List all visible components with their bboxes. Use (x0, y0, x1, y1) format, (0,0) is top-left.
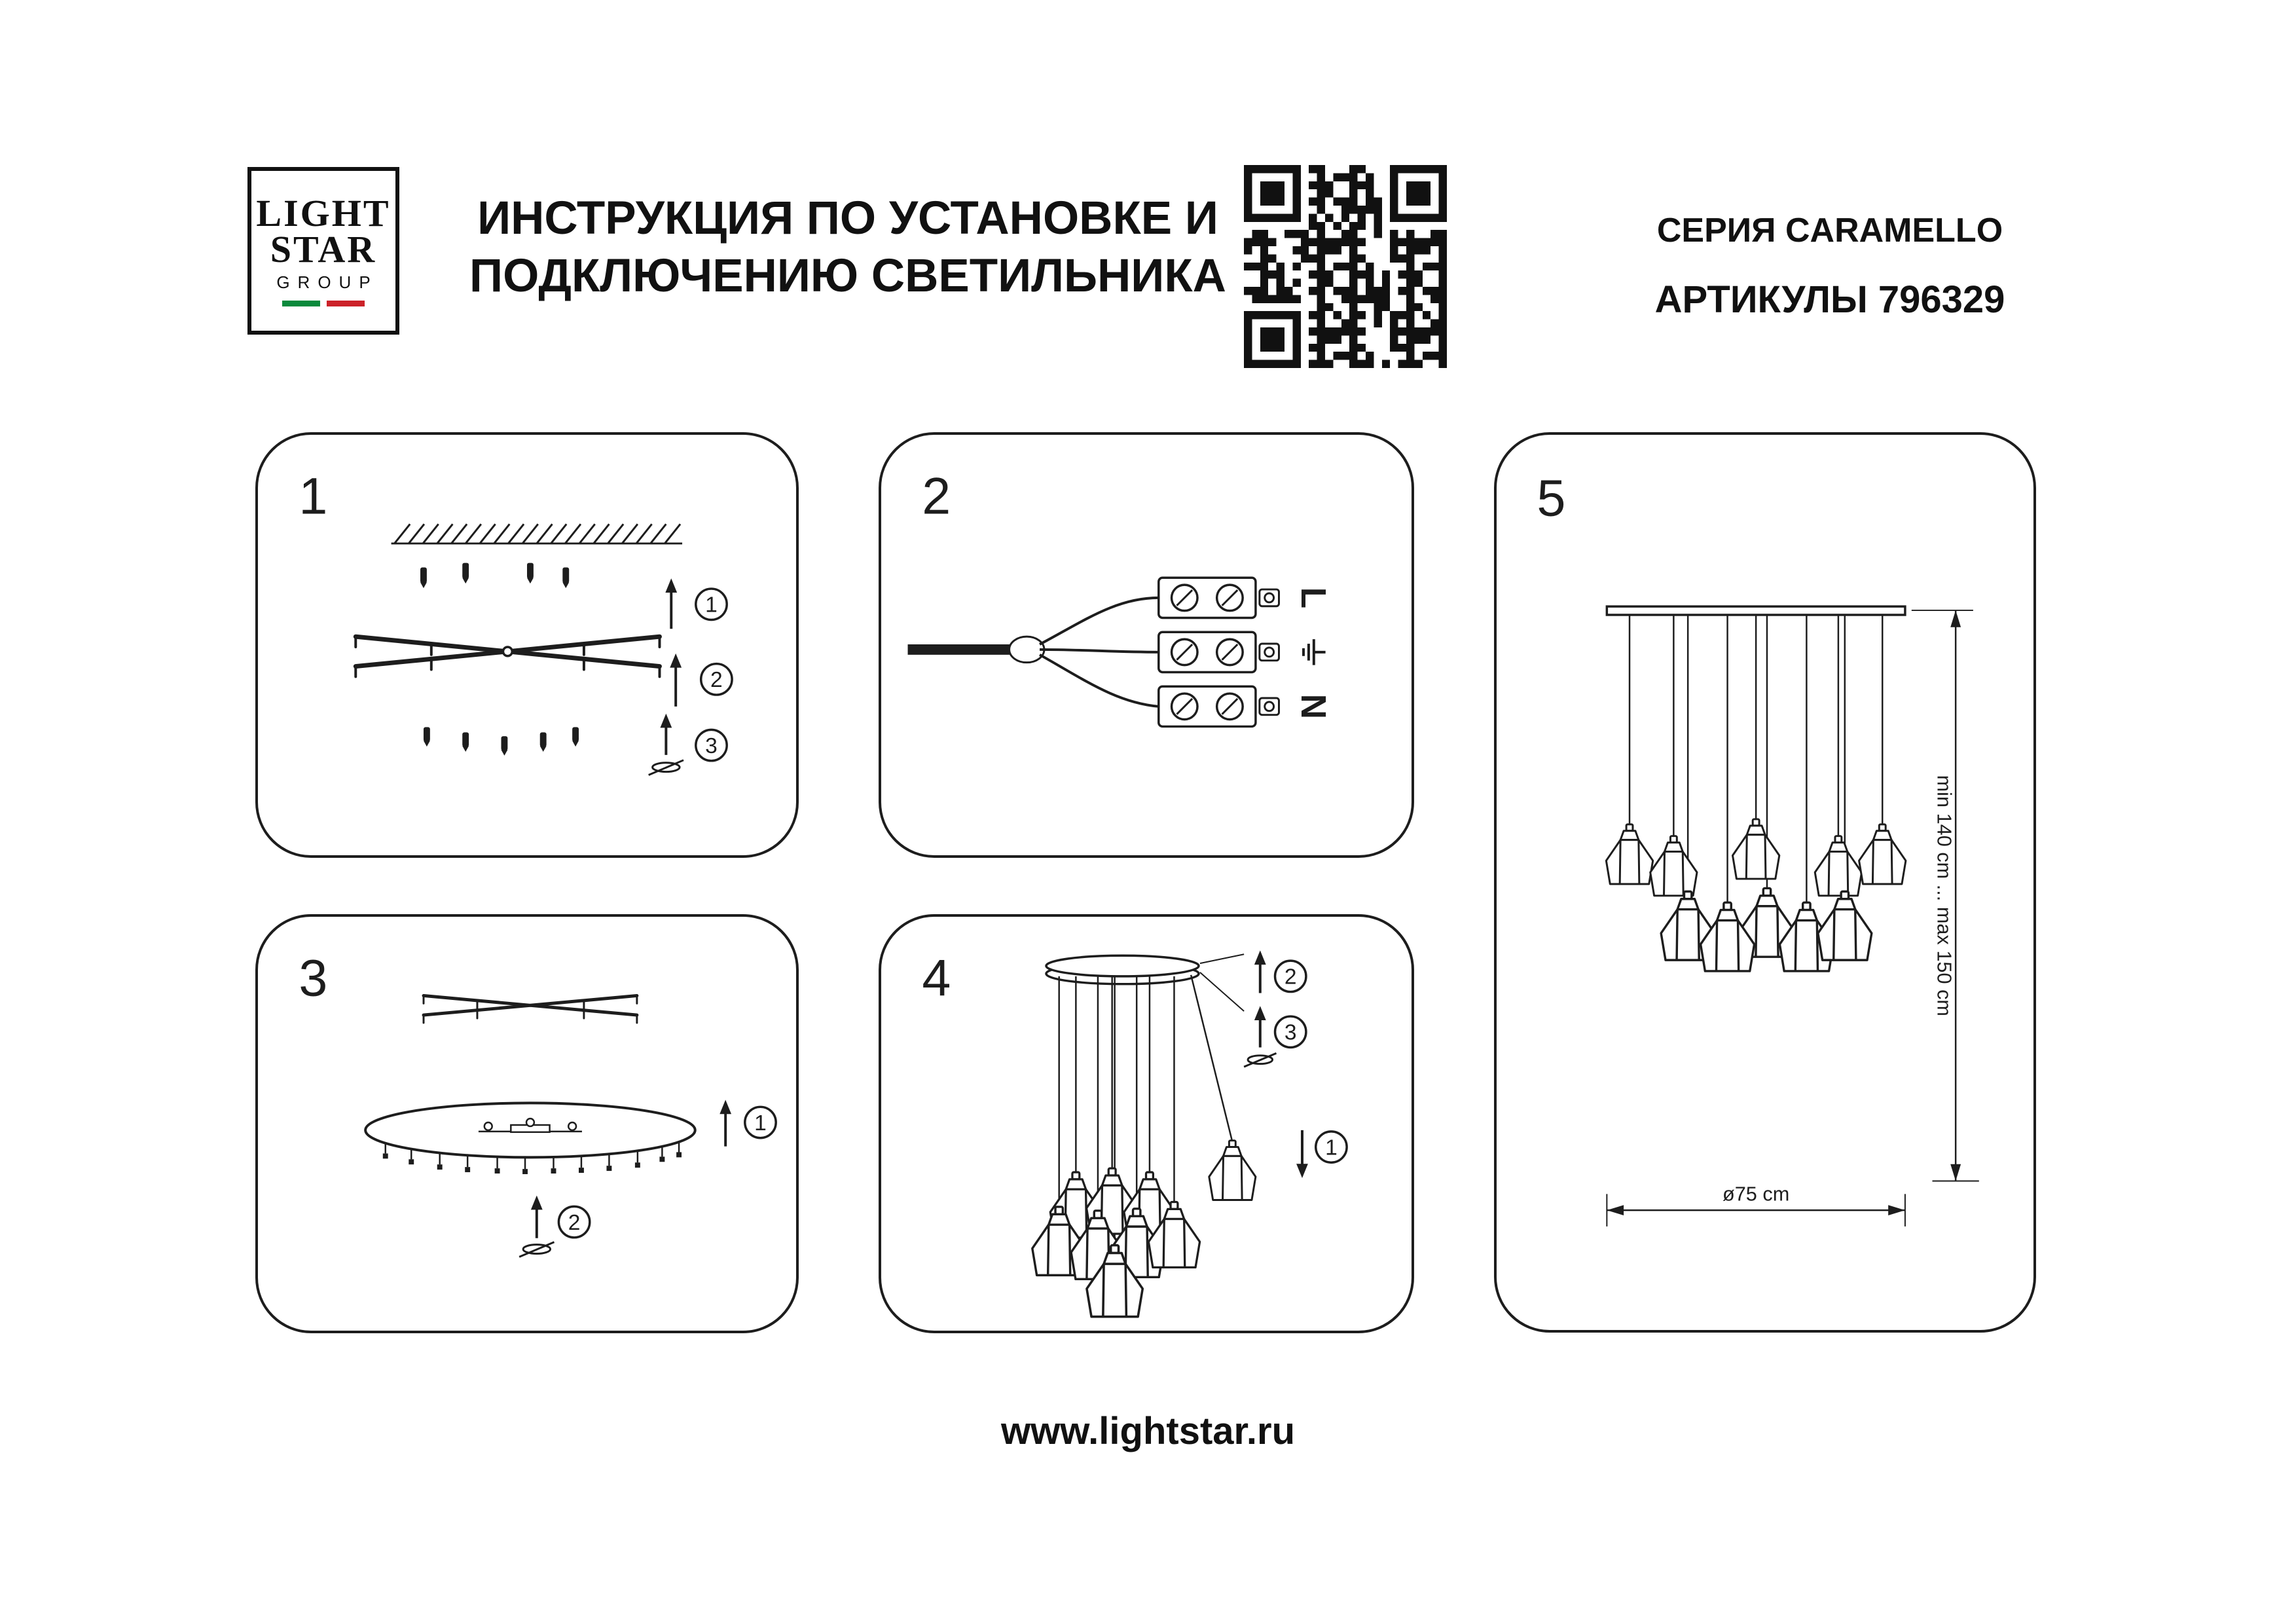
step1-badge-2: 2 (710, 668, 723, 692)
step-panel-5: 5 (1494, 432, 2036, 1333)
step1-badge-1: 1 (705, 593, 718, 618)
logo-line2: STAR (270, 228, 377, 270)
step1-arrow-2: 2 (670, 653, 733, 707)
flag-red (327, 301, 365, 307)
step1-badge-3: 3 (705, 734, 718, 758)
logo-line3: GROUP (276, 272, 378, 293)
step-panel-4: 4 (879, 914, 1414, 1333)
height-dimension-label: min 140 cm ... max 150 cm (1933, 775, 1956, 1016)
step2-drawing: 2 (907, 466, 1332, 728)
page-title: ИНСТРУКЦИЯ ПО УСТАНОВКЕ И ПОДКЛЮЧЕНИЮ СВ… (419, 190, 1277, 305)
dimension-vertical: min 140 cm ... max 150 cm (1911, 610, 1979, 1182)
single-shade (1208, 1139, 1257, 1202)
series-label: СЕРИЯ CARAMELLO (1656, 212, 2003, 249)
ground-symbol (1302, 639, 1326, 665)
step4-arrow-2: 2 (1254, 950, 1307, 993)
panel3-number: 3 (299, 948, 327, 1006)
panel1-number: 1 (299, 466, 327, 525)
fixing-screws-bottom (423, 727, 579, 756)
fixture-wires (1628, 614, 1884, 905)
qr-code (1244, 165, 1447, 368)
step3-badge-1: 1 (754, 1111, 767, 1135)
panel5-number: 5 (1537, 468, 1565, 526)
panel4-number: 4 (922, 948, 951, 1006)
qr-modules (1244, 165, 1447, 368)
step5-drawing: 5 (1537, 468, 1979, 1227)
step1-arrow-3: 3 (648, 713, 728, 776)
step-panel-1: 1 (255, 432, 799, 858)
svg-text:N: N (1294, 694, 1332, 720)
ceiling-hatching (391, 523, 683, 545)
step-panel-2: 2 (879, 432, 1414, 858)
panel2-number: 2 (922, 466, 951, 525)
step3-badge-2: 2 (568, 1211, 581, 1235)
step3-arrow-1: 1 (720, 1099, 777, 1147)
article-label: АРТИКУЛЫ 796329 (1654, 278, 2005, 321)
website-link: www.lightstar.ru (1000, 1410, 1296, 1452)
supply-cable (907, 596, 1159, 708)
step3-arrow-2: 2 (519, 1195, 591, 1258)
step1-drawing: 1 (299, 466, 733, 776)
step4-arrow-1: 1 (1296, 1130, 1348, 1178)
leader-lines (1199, 953, 1245, 1012)
anchor-screws-top (420, 563, 570, 589)
title-line2: ПОДКЛЮЧЕНИЮ СВЕТИЛЬНИКА (469, 250, 1226, 303)
step4-badge-1: 1 (1325, 1135, 1338, 1160)
mounting-bracket-small (422, 994, 639, 1024)
diameter-dimension-label: ø75 cm (1722, 1182, 1789, 1205)
terminal-label-l: L (1294, 587, 1332, 609)
ceiling-bar (1605, 605, 1906, 616)
title-line1: ИНСТРУКЦИЯ ПО УСТАНОВКЕ И (477, 193, 1218, 244)
step4-drawing: 4 (922, 948, 1348, 1318)
canopy-ring (1045, 954, 1200, 986)
svg-text:L: L (1294, 587, 1332, 609)
canopy-plate (364, 1101, 697, 1175)
terminal-label-n: N (1294, 694, 1332, 720)
step4-arrow-3: 3 (1243, 1006, 1307, 1068)
flag-green (282, 301, 320, 307)
logo-flag (282, 301, 365, 307)
step1-arrow-1: 1 (665, 578, 728, 629)
fixture-shades-upper (1605, 818, 1907, 897)
step4-badge-2: 2 (1285, 965, 1297, 989)
logo-line1: LIGHT (256, 191, 391, 234)
fixture-shades-lower (1660, 887, 1873, 972)
step-panel-3: 3 (255, 914, 799, 1333)
terminal-block (1157, 576, 1280, 728)
step4-badge-3: 3 (1285, 1021, 1297, 1045)
lightstar-logo: LIGHT STAR GROUP (247, 167, 399, 335)
mounting-bracket (353, 634, 662, 678)
step3-drawing: 3 (299, 948, 777, 1258)
dimension-horizontal: ø75 cm (1606, 1182, 1906, 1227)
suspension-wires (1058, 974, 1233, 1248)
wire-holders (382, 1152, 682, 1175)
